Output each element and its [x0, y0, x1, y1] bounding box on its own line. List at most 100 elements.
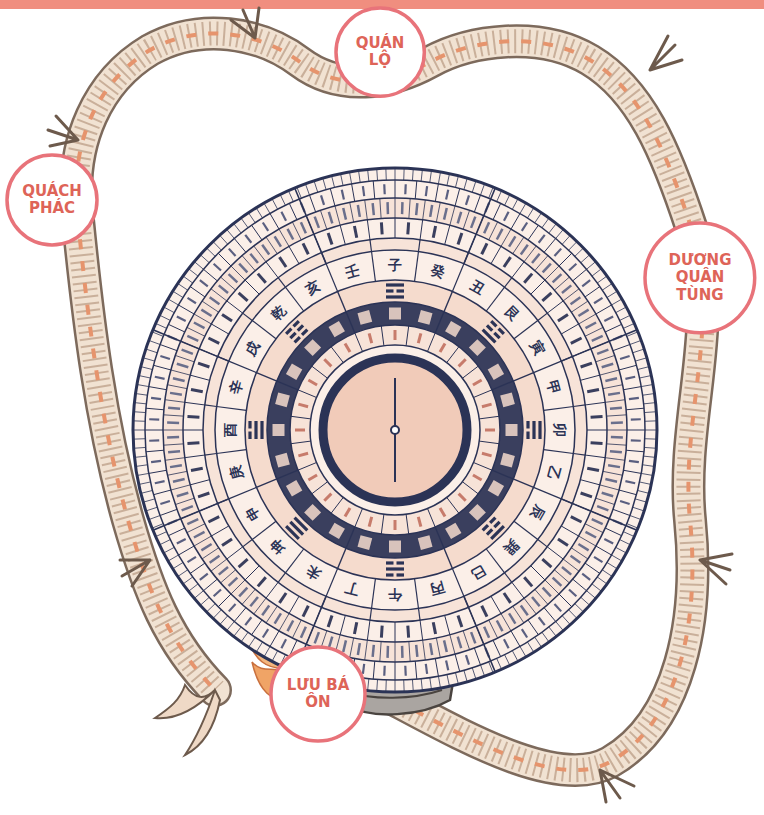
tick-mark	[644, 456, 656, 457]
tick-mark	[213, 610, 221, 619]
tick-mark	[227, 229, 235, 238]
tick-mark	[562, 616, 570, 625]
tick-mark	[426, 186, 427, 196]
tick-mark	[447, 174, 449, 186]
tick-mark	[418, 333, 421, 343]
compass-ring	[163, 198, 627, 662]
compass-ring	[145, 180, 645, 680]
tick-mark	[581, 493, 592, 497]
trigram	[285, 517, 308, 540]
tick-mark	[597, 350, 608, 354]
tick-mark	[596, 305, 612, 314]
tick-mark	[472, 181, 476, 192]
tick-mark	[134, 411, 146, 413]
dark-ring-mark	[275, 392, 290, 407]
tick-mark	[383, 666, 386, 676]
trigram	[386, 561, 404, 576]
trigram	[248, 421, 263, 439]
tick-mark	[280, 195, 285, 206]
tick-mark	[151, 461, 161, 462]
dark-ring-mark	[500, 453, 515, 468]
tick-mark	[308, 380, 317, 385]
tick-mark	[455, 189, 460, 206]
tick-mark	[438, 676, 440, 688]
tick-mark	[303, 243, 308, 254]
tick-mark	[219, 567, 228, 575]
tick-mark	[406, 626, 410, 638]
tick-mark	[381, 326, 384, 346]
tick-mark	[288, 620, 294, 631]
tick-mark	[330, 189, 335, 206]
tick-mark	[611, 436, 623, 439]
tick-mark	[367, 220, 370, 240]
tick-mark	[587, 591, 596, 599]
tick-mark	[222, 314, 232, 321]
tick-mark	[569, 610, 577, 619]
tick-mark	[285, 549, 303, 573]
dark-ring-mark	[506, 424, 518, 436]
tick-mark	[558, 314, 568, 321]
tick-mark	[573, 579, 587, 591]
tick-mark	[512, 651, 518, 662]
tick-mark	[198, 493, 209, 497]
tick-mark	[146, 408, 164, 410]
tick-mark	[241, 218, 248, 228]
dark-ring-mark	[329, 523, 345, 539]
tick-mark	[482, 404, 492, 407]
tick-mark	[596, 355, 615, 361]
tick-mark	[471, 632, 475, 643]
compass-character: 卯	[553, 423, 567, 437]
tick-mark	[587, 389, 599, 391]
tick-mark	[463, 210, 469, 229]
tick-mark	[187, 327, 205, 336]
tick-mark	[605, 458, 625, 461]
tick-mark	[160, 509, 177, 515]
tick-mark	[450, 635, 455, 654]
tick-mark	[272, 651, 278, 662]
compass-character: 子	[388, 258, 402, 272]
tick-mark	[521, 245, 528, 255]
tick-mark	[190, 375, 209, 380]
tick-mark	[607, 291, 617, 297]
dragon-tail	[155, 685, 220, 755]
tick-mark	[444, 640, 447, 652]
tick-mark	[464, 596, 495, 672]
tick-mark	[418, 517, 421, 527]
tick-mark	[328, 233, 332, 244]
dragon	[48, 8, 732, 802]
tick-mark	[585, 455, 605, 458]
tick-mark	[188, 557, 196, 562]
tick-mark	[163, 444, 183, 445]
tick-mark	[581, 597, 590, 605]
tick-mark	[613, 344, 630, 350]
tick-mark	[631, 439, 641, 442]
tick-mark	[188, 298, 196, 303]
tick-mark	[553, 274, 562, 282]
tick-mark	[329, 637, 332, 648]
tick-mark	[173, 291, 183, 297]
tick-mark	[463, 631, 469, 650]
tick-mark	[472, 668, 476, 679]
dark-ring-mark	[357, 535, 372, 550]
tick-mark	[312, 366, 328, 378]
tick-mark	[275, 613, 281, 623]
tick-mark	[298, 453, 308, 456]
tick-mark	[194, 591, 203, 599]
compass-ring	[290, 325, 500, 535]
tick-mark	[136, 394, 148, 396]
tick-mark	[134, 447, 146, 449]
tick-mark	[288, 191, 293, 202]
tick-mark	[596, 498, 615, 504]
tick-mark	[430, 643, 432, 655]
tick-mark	[522, 223, 527, 231]
tick-mark	[185, 455, 205, 458]
tick-mark	[638, 490, 650, 493]
tick-mark	[604, 316, 613, 321]
tick-mark	[415, 661, 417, 679]
tick-mark	[481, 665, 485, 676]
tick-mark	[481, 184, 485, 195]
tick-mark	[535, 637, 542, 647]
dragon-spine	[76, 33, 703, 770]
tick-mark	[205, 453, 217, 455]
tick-mark	[554, 249, 561, 256]
